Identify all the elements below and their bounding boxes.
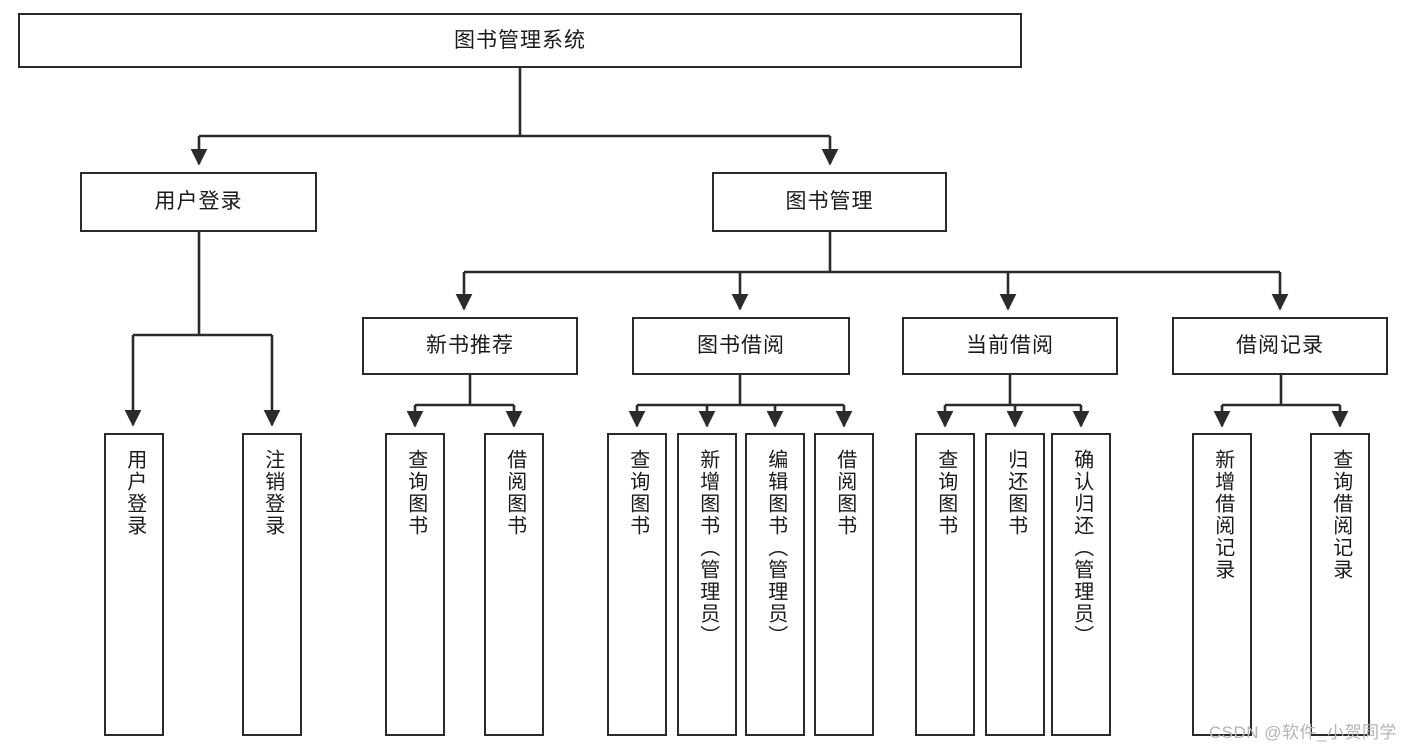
leaf-return-book[interactable]: 归还图书	[985, 433, 1045, 736]
leaf-label: 确认归还（管理员）	[1070, 449, 1093, 647]
leaf-user-login[interactable]: 用户登录	[104, 433, 164, 736]
leaf-add-record[interactable]: 新增借阅记录	[1192, 433, 1252, 736]
leaf-label: 新增借阅记录	[1211, 449, 1234, 581]
node-borrow-record[interactable]: 借阅记录	[1172, 317, 1388, 375]
leaf-user-logout[interactable]: 注销登录	[242, 433, 302, 736]
leaf-label: 借阅图书	[833, 449, 856, 537]
leaf-label: 归还图书	[1004, 449, 1027, 537]
leaf-label: 查询借阅记录	[1329, 449, 1352, 581]
node-new-book-recommend[interactable]: 新书推荐	[362, 317, 578, 375]
leaf-label: 查询图书	[934, 449, 957, 537]
node-book-manage[interactable]: 图书管理	[712, 172, 947, 232]
leaf-label: 注销登录	[261, 449, 284, 537]
node-book-borrow[interactable]: 图书借阅	[632, 317, 850, 375]
leaf-confirm-return[interactable]: 确认归还（管理员）	[1051, 433, 1111, 736]
node-user-login[interactable]: 用户登录	[80, 172, 317, 232]
leaf-label: 新增图书（管理员）	[696, 449, 719, 647]
csdn-watermark: CSDN @软件_小贺同学	[1208, 723, 1397, 742]
leaf-label: 查询图书	[404, 449, 427, 537]
leaf-label: 用户登录	[123, 449, 146, 537]
node-current-borrow[interactable]: 当前借阅	[902, 317, 1118, 375]
leaf-label: 查询图书	[626, 449, 649, 537]
leaf-borrow-book-1[interactable]: 借阅图书	[484, 433, 544, 736]
leaf-query-book-1[interactable]: 查询图书	[385, 433, 445, 736]
leaf-query-book-3[interactable]: 查询图书	[915, 433, 975, 736]
leaf-label: 借阅图书	[503, 449, 526, 537]
leaf-edit-book[interactable]: 编辑图书（管理员）	[745, 433, 805, 736]
leaf-query-record[interactable]: 查询借阅记录	[1310, 433, 1370, 736]
leaf-borrow-book-2[interactable]: 借阅图书	[814, 433, 874, 736]
leaf-add-book[interactable]: 新增图书（管理员）	[677, 433, 737, 736]
leaf-query-book-2[interactable]: 查询图书	[607, 433, 667, 736]
leaf-label: 编辑图书（管理员）	[764, 449, 787, 647]
node-root[interactable]: 图书管理系统	[18, 13, 1022, 68]
